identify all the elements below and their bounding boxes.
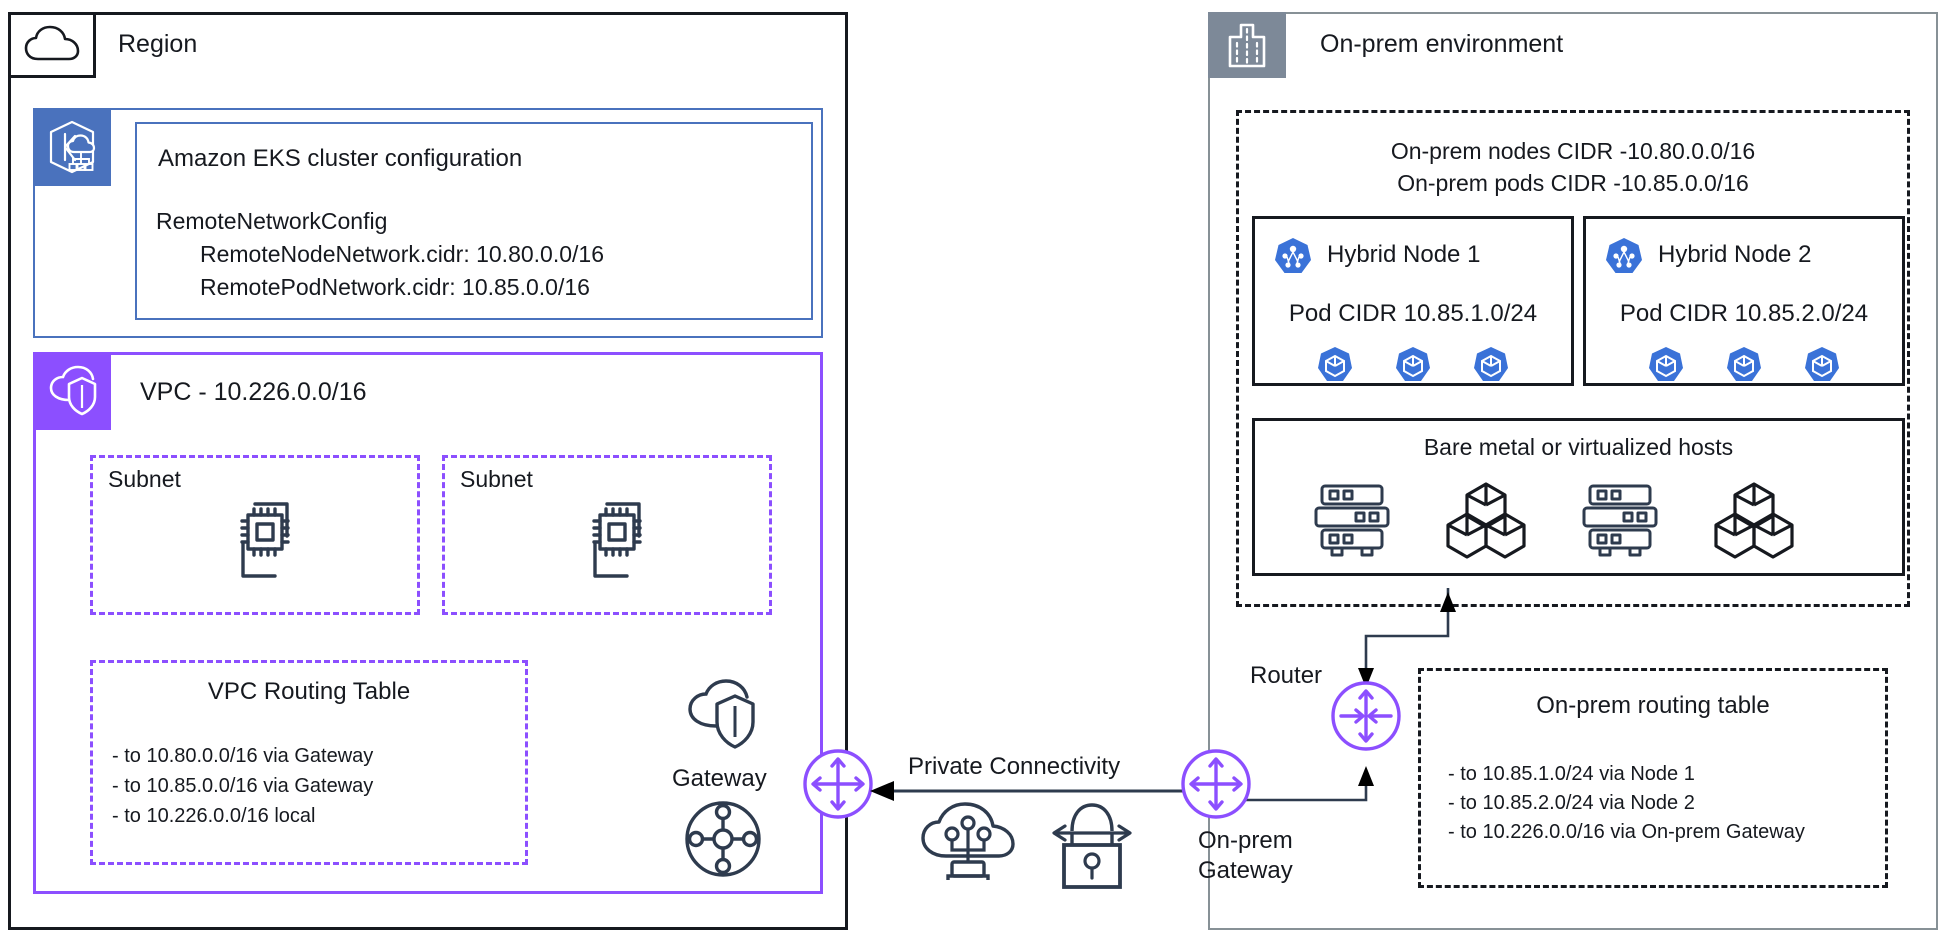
vpc-route-row: - to 10.85.0.0/16 via Gateway — [112, 775, 374, 797]
vpc-shield-cloud-icon — [33, 352, 111, 430]
vpn-lock-icon — [1048, 795, 1136, 892]
remote-pod-network-cidr: RemotePodNetwork.cidr: 10.85.0.0/16 — [200, 274, 590, 300]
vpc-route-row: - to 10.226.0.0/16 local — [112, 805, 316, 827]
instances-icon — [567, 490, 667, 590]
cloud-region-icon — [8, 12, 96, 78]
pods-row-1 — [1252, 345, 1574, 385]
amazon-eks-icon — [33, 108, 111, 186]
instances-icon — [215, 490, 315, 590]
onprem-route-row: - to 10.226.0.0/16 via On-prem Gateway — [1448, 821, 1805, 843]
pod-icon — [1646, 345, 1686, 385]
subnet-label-2: Subnet — [460, 466, 533, 492]
onprem-environment-title: On-prem environment — [1320, 30, 1564, 58]
network-mesh-icon — [684, 800, 762, 878]
vpc-title: VPC - 10.226.0.0/16 — [140, 378, 367, 406]
pod-icon — [1802, 345, 1842, 385]
vpc-route-row: - to 10.80.0.0/16 via Gateway — [112, 745, 374, 767]
bare-metal-hosts-title: Bare metal or virtualized hosts — [1423, 434, 1734, 460]
pod-icon — [1393, 345, 1433, 385]
pod-icon — [1471, 345, 1511, 385]
kubernetes-node-icon — [1603, 236, 1645, 278]
hybrid-node-title-1: Hybrid Node 1 — [1327, 241, 1481, 268]
vpc-routing-table-box — [90, 660, 528, 865]
onprem-gateway-label-line2: Gateway — [1198, 857, 1293, 884]
hybrid-node-pod-cidr-1: Pod CIDR 10.85.1.0/24 — [1288, 300, 1538, 327]
eks-cluster-config-inner — [135, 122, 813, 320]
hosts-icons-row — [1310, 480, 1850, 560]
region-title: Region — [118, 30, 198, 58]
pods-row-2 — [1583, 345, 1905, 385]
containers-icon — [1710, 480, 1798, 560]
pod-icon — [1724, 345, 1764, 385]
corporate-building-icon — [1208, 12, 1286, 78]
subnet-label-1: Subnet — [108, 466, 181, 492]
server-rack-icon — [1310, 480, 1394, 560]
eks-config-heading: Amazon EKS cluster configuration — [158, 145, 523, 172]
onprem-routing-table-box — [1418, 668, 1888, 888]
hybrid-node-title-2: Hybrid Node 2 — [1658, 241, 1812, 268]
cloud-shield-icon — [680, 679, 764, 750]
kubernetes-node-icon — [1272, 236, 1314, 278]
onprem-routing-table-title: On-prem routing table — [1536, 692, 1770, 719]
remote-node-network-cidr: RemoteNodeNetwork.cidr: 10.80.0.0/16 — [200, 241, 604, 267]
four-way-arrow-node-icon — [1180, 748, 1252, 820]
onprem-route-row: - to 10.85.1.0/24 via Node 1 — [1448, 763, 1695, 785]
subnet-box-2 — [442, 455, 772, 615]
containers-icon — [1442, 480, 1530, 560]
vpc-routing-table-title: VPC Routing Table — [207, 678, 411, 705]
gateway-label: Gateway — [672, 765, 767, 792]
onprem-gateway-label-line1: On-prem — [1198, 827, 1293, 854]
direct-connect-cloud-icon — [918, 800, 1018, 892]
remote-network-config-label: RemoteNetworkConfig — [156, 208, 388, 234]
router-label: Router — [1250, 662, 1323, 689]
server-rack-icon — [1578, 480, 1662, 560]
onprem-gateway-label: On-prem Gateway — [1198, 826, 1293, 886]
router-arrow-node-icon — [1330, 680, 1402, 752]
pod-icon — [1315, 345, 1355, 385]
onprem-pods-cidr: On-prem pods CIDR -10.85.0.0/16 — [1397, 170, 1749, 196]
private-connectivity-label: Private Connectivity — [908, 753, 1121, 780]
hybrid-node-pod-cidr-2: Pod CIDR 10.85.2.0/24 — [1619, 300, 1869, 327]
onprem-nodes-cidr: On-prem nodes CIDR -10.80.0.0/16 — [1390, 138, 1756, 164]
subnet-box-1 — [90, 455, 420, 615]
four-way-arrow-node-icon — [802, 748, 874, 820]
onprem-route-row: - to 10.85.2.0/24 via Node 2 — [1448, 792, 1695, 814]
